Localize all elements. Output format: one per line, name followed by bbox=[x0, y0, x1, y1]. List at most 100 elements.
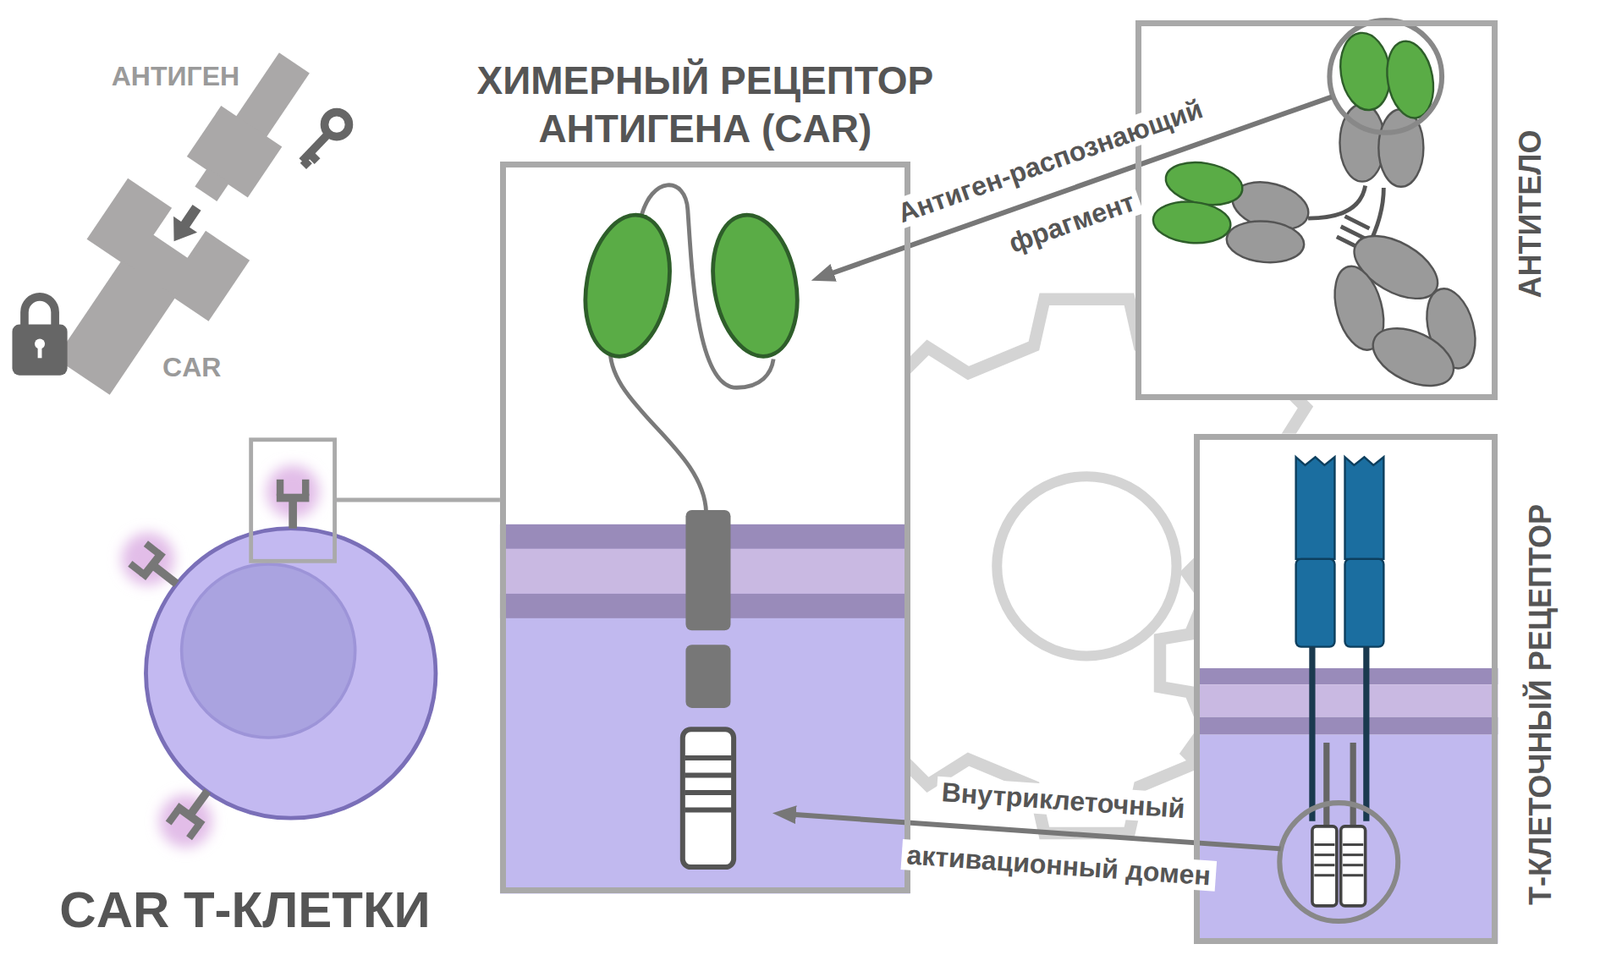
illustration-part bbox=[288, 498, 297, 529]
node-heading: Т-КЛЕТОЧНЫЙ РЕЦЕПТОР bbox=[1522, 504, 1559, 906]
callout-label-box: Антиген-распознающий фрагмент bbox=[868, 70, 1255, 314]
illustration-part bbox=[1342, 853, 1364, 857]
transmembrane-domain bbox=[685, 510, 731, 631]
illustration-part bbox=[24, 296, 55, 329]
illustration-part bbox=[11, 20, 1498, 944]
receptor-symbol bbox=[276, 479, 310, 529]
insert-arrow bbox=[162, 199, 209, 250]
illustration-part bbox=[1342, 863, 1364, 867]
illustration-part bbox=[1314, 863, 1335, 867]
callout-label: Антиген-распознающий фрагмент bbox=[889, 91, 1212, 260]
panel-ground bbox=[1193, 434, 1498, 945]
part-label: CAR bbox=[162, 351, 221, 384]
illustration-part bbox=[1314, 853, 1335, 857]
scfv-domain bbox=[575, 208, 681, 363]
illustration-part bbox=[684, 755, 732, 761]
t-cell-receptor bbox=[1279, 456, 1398, 922]
activation-domain bbox=[682, 729, 734, 868]
panel-ground bbox=[1135, 20, 1498, 401]
costimulatory-domain bbox=[685, 644, 731, 709]
illustration-part bbox=[308, 153, 318, 162]
illustration-part bbox=[302, 134, 328, 161]
node-heading: CAR Т-КЛЕТКИ bbox=[59, 879, 430, 941]
membrane-band bbox=[1193, 668, 1498, 685]
illustration-part bbox=[1296, 456, 1385, 647]
illustration-part bbox=[174, 802, 206, 829]
cytoplasm bbox=[1193, 734, 1498, 944]
illustration-part bbox=[194, 168, 230, 203]
lock-icon bbox=[11, 296, 67, 376]
nucleus bbox=[181, 564, 356, 738]
illustration-part bbox=[1342, 843, 1364, 847]
receptor-panel: ХИМЕРНЫЙ РЕЦЕПТОР АНТИГЕНА (CAR) bbox=[500, 161, 911, 895]
illustration-part bbox=[1342, 874, 1364, 877]
gear-hub bbox=[996, 476, 1177, 656]
linker bbox=[610, 351, 706, 512]
illustration-part bbox=[684, 790, 732, 796]
receptor-symbol bbox=[165, 781, 221, 842]
antibody bbox=[1151, 20, 1484, 398]
illustration-part bbox=[143, 540, 161, 557]
illustration-part bbox=[1225, 218, 1307, 266]
illustration-part bbox=[1363, 316, 1463, 397]
itam-stripes bbox=[684, 758, 732, 811]
illustration-part bbox=[1308, 185, 1366, 219]
illustration-part bbox=[139, 549, 166, 581]
zoom-connector bbox=[336, 497, 501, 502]
illustration-part bbox=[324, 112, 350, 138]
callout-label-box: Внутриклеточный активационный домен bbox=[874, 755, 1248, 911]
illustration-part bbox=[1312, 647, 1367, 822]
illustration-part bbox=[684, 808, 732, 814]
key-icon bbox=[302, 112, 349, 167]
illustration-part bbox=[159, 794, 213, 848]
illustration-part bbox=[684, 773, 732, 779]
scfv-domain bbox=[702, 208, 808, 363]
membrane-band bbox=[1193, 717, 1498, 736]
highlight-circle bbox=[1279, 802, 1398, 922]
illustration-part bbox=[11, 324, 67, 376]
illustration-part bbox=[1314, 874, 1335, 877]
illustration-part bbox=[38, 343, 43, 358]
cell-body bbox=[145, 528, 436, 820]
highlight-circle bbox=[1329, 20, 1442, 133]
antigen-car-puzzle bbox=[21, 21, 356, 418]
illustration-part bbox=[302, 479, 309, 496]
callout-arrow bbox=[789, 814, 1282, 850]
panel-ground bbox=[500, 161, 911, 895]
illustration-part bbox=[1225, 104, 1484, 398]
node-heading: ХИМЕРНЫЙ РЕЦЕПТОР АНТИГЕНА (CAR) bbox=[434, 56, 976, 154]
node-heading: АНТИТЕЛО bbox=[1512, 130, 1550, 299]
tcr-panel: Т-КЛЕТОЧНЫЙ РЕЦЕПТОР bbox=[1193, 434, 1498, 945]
illustration-part bbox=[55, 260, 176, 396]
illustration-part bbox=[1323, 742, 1330, 829]
illustration-part bbox=[1296, 559, 1336, 648]
part-label: АНТИГЕН bbox=[111, 60, 240, 93]
illustration-part bbox=[21, 21, 356, 418]
illustration-part bbox=[1314, 843, 1335, 847]
antibody-panel: АНТИТЕЛО bbox=[1135, 20, 1498, 401]
callout-arrow bbox=[827, 97, 1332, 275]
illustration-part bbox=[1363, 647, 1370, 822]
receptor-symbol bbox=[127, 540, 187, 597]
illustration-part bbox=[1151, 29, 1440, 247]
illustration-part bbox=[1341, 826, 1366, 907]
illustration-part bbox=[186, 823, 202, 842]
illustration-part bbox=[1350, 742, 1357, 829]
zoom-frame bbox=[251, 439, 336, 562]
cell-group: CAR Т-КЛЕТКИ bbox=[50, 434, 501, 950]
illustration-part bbox=[1314, 845, 1364, 876]
illustration-part bbox=[127, 560, 145, 578]
car-receptor bbox=[575, 185, 809, 868]
illustration-part bbox=[1345, 456, 1385, 560]
illustration-part bbox=[1312, 826, 1337, 907]
callout-label: Внутриклеточный активационный домен bbox=[901, 776, 1217, 892]
illustration-part bbox=[1345, 559, 1385, 648]
illustration-part bbox=[1308, 647, 1315, 822]
illustration-part bbox=[165, 808, 182, 826]
illustration-part bbox=[276, 479, 284, 496]
illustration-part bbox=[302, 159, 309, 166]
illustration-part bbox=[1296, 456, 1336, 560]
illustration-part bbox=[1326, 742, 1353, 829]
membrane-band bbox=[1193, 684, 1498, 718]
